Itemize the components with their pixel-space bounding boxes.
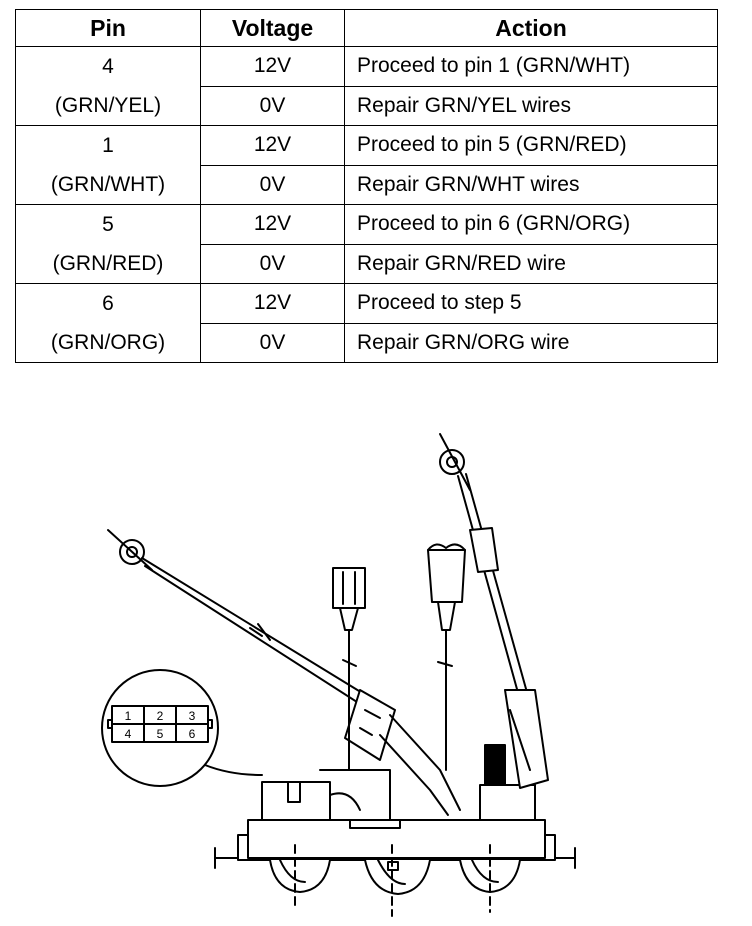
pin-wire-color: (GRN/RED)	[52, 252, 164, 275]
voltage-cell: 0V	[200, 322, 345, 363]
connector-pin-label: 6	[189, 727, 196, 741]
voltage-cell: 12V	[200, 125, 345, 166]
pin-number: 5	[102, 213, 114, 236]
pin-wire-color: (GRN/ORG)	[50, 331, 166, 354]
pin-wire-color: (GRN/YEL)	[54, 94, 162, 117]
header-voltage: Voltage	[200, 9, 345, 47]
voltage-cell: 0V	[200, 164, 345, 205]
table-row: 0V Repair GRN/WHT wires	[16, 164, 718, 205]
table-header-row: Pin Voltage Action	[15, 9, 718, 47]
table-row: 4 (GRN/YEL) 12V Proceed to pin 1 (GRN/WH…	[15, 46, 718, 126]
action-cell: Proceed to step 5	[344, 283, 718, 324]
action-cell: Repair GRN/YEL wires	[344, 85, 718, 126]
voltage-cell: 0V	[200, 243, 345, 284]
pin-cell: 5 (GRN/RED)	[15, 204, 201, 284]
voltage-cell: 0V	[200, 85, 345, 126]
header-action: Action	[344, 9, 718, 47]
action-cell: Repair GRN/ORG wire	[344, 322, 718, 363]
table-row: 6 (GRN/ORG) 12V Proceed to step 5	[15, 283, 718, 363]
left-control-cable	[107, 529, 461, 816]
action-cell: Repair GRN/WHT wires	[344, 164, 718, 205]
control-body	[261, 769, 536, 829]
heater-control-illustration: 1 2 3 4 5 6	[101, 433, 576, 917]
voltage-cell: 12V	[200, 283, 345, 324]
table-row: 0V Repair GRN/ORG wire	[16, 322, 718, 363]
center-cables	[332, 543, 466, 771]
connector-pin-label: 3	[189, 709, 196, 723]
connector-pin-label: 4	[125, 727, 132, 741]
pin-wire-color: (GRN/WHT)	[50, 173, 166, 196]
action-cell: Repair GRN/RED wire	[344, 243, 718, 284]
table-row: 0V Repair GRN/YEL wires	[16, 85, 718, 126]
pin-cell: 4 (GRN/YEL)	[15, 46, 201, 126]
pin-cell: 6 (GRN/ORG)	[15, 283, 201, 363]
header-pin: Pin	[15, 9, 201, 47]
table-row: 5 (GRN/RED) 12V Proceed to pin 6 (GRN/OR…	[15, 204, 718, 284]
connector-pin-label: 5	[157, 727, 164, 741]
pin-number: 4	[102, 55, 114, 78]
diagnostic-table: Pin Voltage Action 4 (GRN/YEL) 12V Proce…	[15, 9, 718, 363]
pin-number: 1	[102, 134, 114, 157]
action-cell: Proceed to pin 5 (GRN/RED)	[344, 125, 718, 166]
voltage-cell: 12V	[200, 46, 345, 87]
table-row: 0V Repair GRN/RED wire	[16, 243, 718, 284]
control-base	[214, 819, 576, 917]
pin-number: 6	[102, 292, 114, 315]
connector-pin-label: 2	[157, 709, 164, 723]
connector-callout	[101, 669, 263, 787]
pin-cell: 1 (GRN/WHT)	[15, 125, 201, 205]
connector-pin-label: 1	[125, 709, 132, 723]
voltage-cell: 12V	[200, 204, 345, 245]
table-row: 1 (GRN/WHT) 12V Proceed to pin 5 (GRN/RE…	[15, 125, 718, 205]
action-cell: Proceed to pin 6 (GRN/ORG)	[344, 204, 718, 245]
right-control-cable	[439, 433, 549, 789]
action-cell: Proceed to pin 1 (GRN/WHT)	[344, 46, 718, 87]
